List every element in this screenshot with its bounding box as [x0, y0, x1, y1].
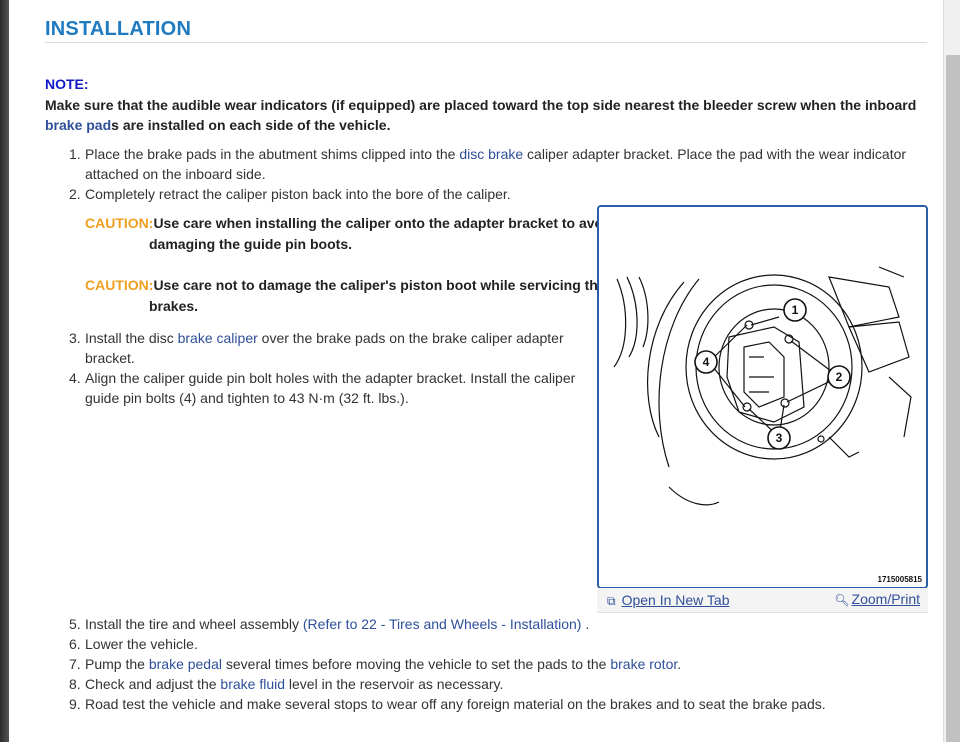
title-divider: [45, 42, 927, 43]
control-arm: [828, 276, 900, 328]
hub-nut: [817, 435, 825, 443]
step-3: 3. Install the disc brake caliper over t…: [69, 328, 585, 368]
caution-text: Use care not to damage the caliper's pis…: [153, 277, 606, 293]
step-4: 4. Align the caliper guide pin bolt hole…: [69, 368, 590, 408]
tire-tread: [638, 276, 649, 348]
step-text: several times before moving the vehicle …: [222, 656, 611, 672]
step-text: Align the caliper guide pin bolt holes w…: [85, 370, 576, 406]
step-text: Install the tire and wheel assembly: [85, 616, 303, 632]
tires-wheels-installation-link[interactable]: (Refer to 22 - Tires and Wheels - Instal…: [302, 616, 582, 632]
scrollbar-thumb[interactable]: [946, 55, 960, 742]
window-left-edge: [0, 0, 9, 742]
step-number: 8.: [69, 676, 81, 692]
callout-2: 2: [836, 370, 843, 384]
callout-4-circle: [694, 350, 718, 374]
step-7: 7. Pump the brake pedal several times be…: [69, 654, 930, 674]
figure-code: 1715005815: [877, 575, 923, 584]
note-text-part: s are installed on each side of the vehi…: [111, 117, 391, 133]
callout-3-circle: [767, 426, 791, 450]
open-in-new-tab-link[interactable]: ⧉ Open In New Tab: [607, 592, 730, 609]
step-text: Place the brake pads in the abutment shi…: [85, 146, 460, 162]
step-6: 6. Lower the vehicle.: [69, 634, 930, 654]
step-text: Completely retract the caliper piston ba…: [85, 186, 511, 202]
tire-tread: [626, 276, 638, 358]
callout-2-circle: [827, 365, 851, 389]
figure-frame[interactable]: 1 2 3 4 1715005815: [597, 205, 928, 589]
step-number: 4.: [69, 370, 81, 386]
step-text: Pump the: [85, 656, 149, 672]
step-text: .: [581, 616, 590, 632]
brake-fluid-link[interactable]: brake fluid: [220, 676, 286, 692]
zoom-print-label: Zoom/Print: [851, 591, 920, 607]
step-number: 5.: [69, 616, 81, 632]
step-text: Install the disc: [85, 330, 178, 346]
step-2: 2. Completely retract the caliper piston…: [69, 184, 585, 204]
step-9: 9. Road test the vehicle and make severa…: [69, 694, 930, 714]
brake-pedal-link[interactable]: brake pedal: [148, 656, 222, 672]
zoom-print-link[interactable]: 🔍︎Zoom/Print: [834, 591, 920, 607]
step-text: .: [677, 656, 682, 672]
step-number: 9.: [69, 696, 81, 712]
caution-label: CAUTION:: [85, 215, 154, 231]
caution-text: brakes.: [149, 298, 199, 314]
rotor-hat: [718, 308, 830, 426]
caution-1: CAUTION:Use care when installing the cal…: [85, 213, 616, 255]
figure-toolbar: ⧉ Open In New Tab 🔍︎Zoom/Print: [597, 588, 928, 613]
knuckle-part: [848, 321, 910, 373]
brake-rotor-link[interactable]: brake rotor: [610, 656, 678, 672]
note-text: Make sure that the audible wear indicato…: [45, 95, 925, 135]
callout-4: 4: [703, 355, 710, 369]
callout-3: 3: [776, 431, 783, 445]
caution-text: damaging the guide pin boots.: [149, 236, 352, 252]
tire-tread: [613, 278, 627, 368]
step-text: Check and adjust the: [85, 676, 221, 692]
open-in-new-tab-label: Open In New Tab: [621, 592, 730, 608]
tire-arc: [658, 278, 700, 468]
zoom-magnifier-icon: 🔍︎: [834, 593, 850, 607]
leader-1: [750, 316, 780, 326]
step-text: level in the reservoir as necessary.: [285, 676, 504, 692]
step-number: 3.: [69, 330, 81, 346]
open-new-tab-icon: ⧉: [607, 594, 616, 608]
tire-arc: [646, 281, 685, 438]
caution-2: CAUTION:Use care not to damage the calip…: [85, 275, 606, 317]
caution-label: CAUTION:: [85, 277, 154, 293]
step-number: 1.: [69, 146, 81, 162]
note-text-part: Make sure that the audible wear indicato…: [45, 97, 917, 113]
callout-1: 1: [792, 303, 799, 317]
caliper-piston-housing: [743, 341, 785, 408]
rotor-outer: [685, 274, 863, 460]
step-1: 1. Place the brake pads in the abutment …: [69, 144, 930, 184]
step-8: 8. Check and adjust the brake fluid leve…: [69, 674, 930, 694]
step-number: 6.: [69, 636, 81, 652]
step-5: 5. Install the tire and wheel assembly (…: [69, 614, 930, 634]
step-number: 7.: [69, 656, 81, 672]
callout-1-circle: [783, 298, 807, 322]
guide-bolt: [784, 334, 794, 344]
caution-text: Use care when installing the caliper ont…: [153, 215, 616, 231]
step-text: Lower the vehicle.: [85, 636, 198, 652]
brake-pad-link[interactable]: brake pad: [45, 117, 112, 133]
brake-caliper-link[interactable]: brake caliper: [177, 330, 258, 346]
window-right-edge: [960, 0, 967, 742]
step-text: caliper adapter bracket. Place the pad w…: [85, 146, 907, 182]
step-text: over the brake pads on the brake caliper…: [85, 330, 564, 366]
step-number: 2.: [69, 186, 81, 202]
guide-bolt: [780, 398, 790, 408]
guide-bolt: [742, 402, 752, 412]
step-text: Road test the vehicle and make several s…: [85, 696, 826, 712]
caliper-body: [726, 326, 805, 423]
document-page: INSTALLATION NOTE: Make sure that the au…: [9, 0, 943, 742]
note-label: NOTE:: [45, 76, 89, 92]
section-title: INSTALLATION: [45, 18, 192, 40]
brake-caliper-illustration: 1 2 3 4: [613, 266, 912, 506]
disc-brake-link[interactable]: disc brake: [459, 146, 524, 162]
tire-arc: [668, 486, 720, 506]
